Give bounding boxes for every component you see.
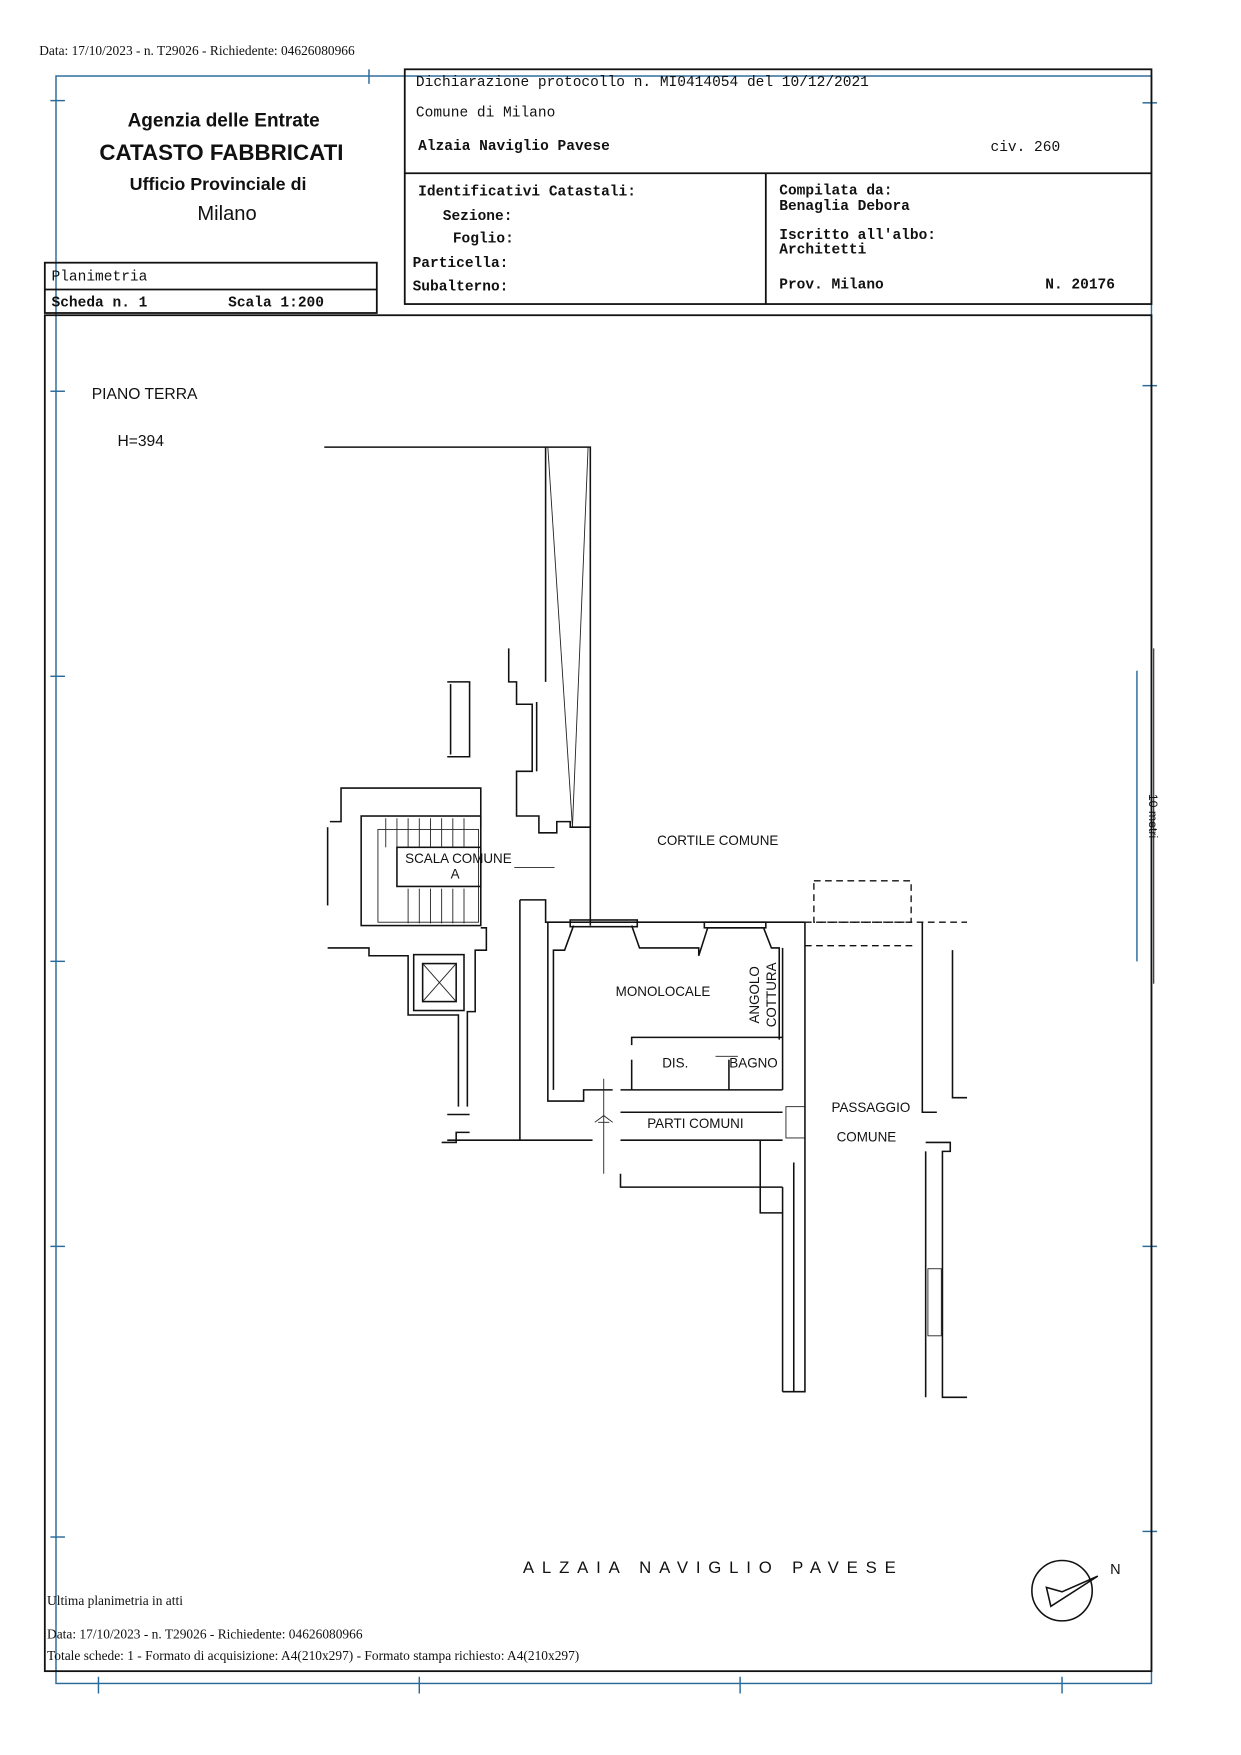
room-label-monolocale: MONOLOCALE xyxy=(616,984,711,999)
last-plan-note: Ultima planimetria in atti xyxy=(47,1593,183,1608)
floor-plan-walls xyxy=(324,446,968,1399)
room-label-passaggio: PASSAGGIO xyxy=(832,1100,911,1115)
footer-request-stamp: Data: 17/10/2023 - n. T29026 - Richieden… xyxy=(47,1627,363,1642)
province: Prov. Milano xyxy=(779,277,884,293)
identificativi-label: Identificativi Catastali: xyxy=(418,185,636,201)
entrance-arrow-icon xyxy=(594,1115,613,1123)
top-request-stamp: Data: 17/10/2023 - n. T29026 - Richieden… xyxy=(39,43,355,58)
room-label-comune: COMUNE xyxy=(837,1129,897,1144)
registration-number: N. 20176 xyxy=(1045,277,1115,293)
room-label-dis: DIS. xyxy=(662,1056,688,1071)
compilata-value: Benaglia Debora xyxy=(779,199,910,215)
window-1 xyxy=(569,919,639,928)
sheet-number: Scheda n. 1 xyxy=(52,295,148,311)
compilata-label: Compilata da: xyxy=(779,184,892,200)
street-name: ALZAIA NAVIGLIO PAVESE xyxy=(523,1558,904,1577)
room-label-cortile: CORTILE COMUNE xyxy=(657,833,778,848)
sheet-info-box: Planimetria Scheda n. 1 Scala 1:200 xyxy=(43,261,378,314)
particella-label: Particella: xyxy=(413,256,509,272)
scale-bar: 10 metri xyxy=(1136,648,1160,984)
foglio-label: Foglio: xyxy=(453,232,514,248)
floor-height: H=394 xyxy=(117,433,164,450)
albo-label: Iscritto all'albo: xyxy=(779,228,936,244)
protocol-number: Dichiarazione protocollo n. MI0414054 de… xyxy=(416,75,869,91)
footer-format-info: Totale schede: 1 - Formato di acquisizio… xyxy=(47,1648,579,1663)
subalterno-label: Subalterno: xyxy=(413,280,509,296)
sheet-type: Planimetria xyxy=(52,270,148,286)
north-label: N xyxy=(1110,1562,1120,1578)
sezione-label: Sezione: xyxy=(443,209,513,225)
comune: Comune di Milano xyxy=(416,105,555,121)
room-label-bagno: BAGNO xyxy=(729,1056,777,1071)
room-label-parti-comuni: PARTI COMUNI xyxy=(647,1116,743,1131)
civic-number: civ. 260 xyxy=(991,140,1061,156)
catasto-title: CATASTO FABBRICATI xyxy=(99,140,343,165)
north-arrow-icon xyxy=(1031,1559,1099,1622)
room-label-scala: SCALA COMUNE xyxy=(405,851,512,866)
drawing-frame xyxy=(43,314,1153,1673)
agency-name: Agenzia delle Entrate xyxy=(128,110,320,131)
albo-value: Architetti xyxy=(779,243,866,259)
declaration-header-box: Dichiarazione protocollo n. MI0414054 de… xyxy=(403,68,1153,305)
address: Alzaia Naviglio Pavese xyxy=(418,139,610,155)
office-city: Milano xyxy=(197,203,256,225)
room-label-angolo: ANGOLO xyxy=(747,966,762,1023)
room-label-cottura: COTTURA xyxy=(764,962,779,1027)
floor-label: PIANO TERRA xyxy=(92,386,198,403)
stair-steps xyxy=(385,818,465,924)
agency-logo-block: Agenzia delle Entrate CATASTO FABBRICATI… xyxy=(99,110,343,225)
window-2 xyxy=(703,921,767,929)
scale-bar-label: 10 metri xyxy=(1146,794,1160,838)
sheet-scale: Scala 1:200 xyxy=(228,295,324,311)
office-name: Ufficio Provinciale di xyxy=(130,174,307,194)
room-label-scala-letter: A xyxy=(451,867,460,882)
